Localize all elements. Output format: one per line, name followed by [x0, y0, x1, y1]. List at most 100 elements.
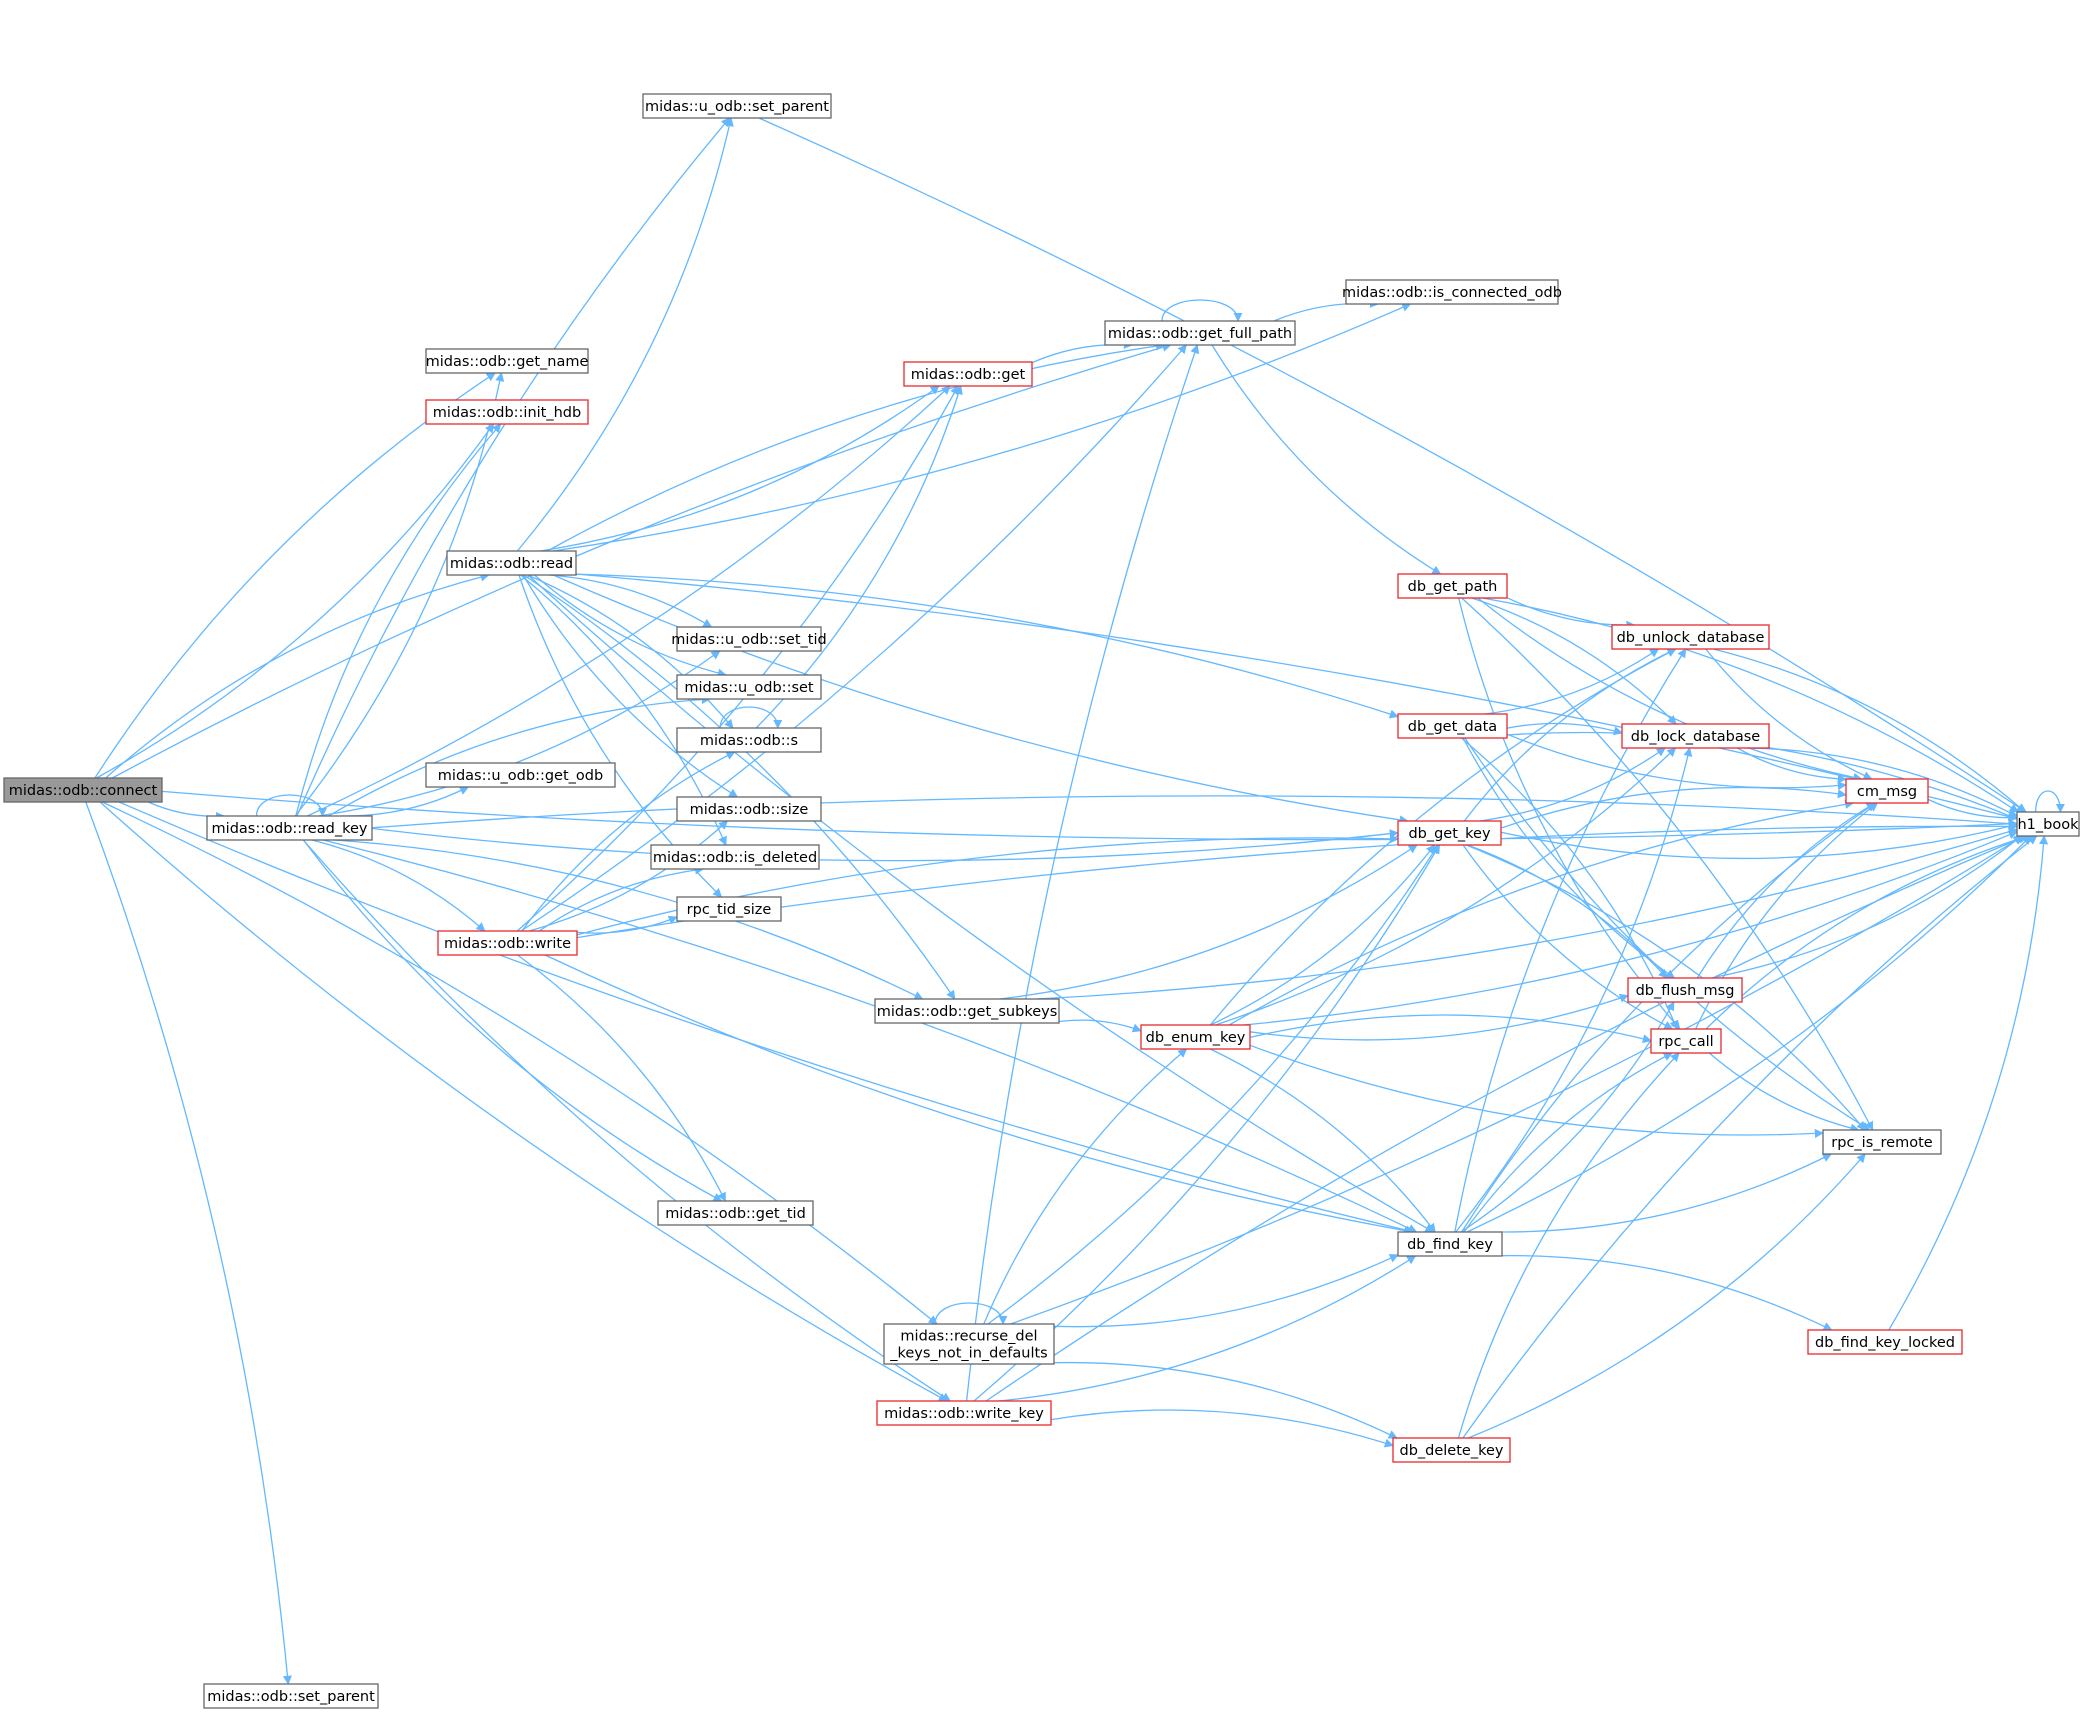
- node-db_delete_key[interactable]: db_delete_key: [1392, 1437, 1511, 1463]
- node-write_key[interactable]: midas::odb::write_key: [876, 1400, 1052, 1426]
- edge-db_find_key-to-db_flush_msg: [1460, 1001, 1675, 1233]
- node-box: [203, 1683, 379, 1709]
- node-rpc_is_remote[interactable]: rpc_is_remote: [1822, 1129, 1942, 1155]
- node-size[interactable]: midas::odb::size: [676, 796, 822, 822]
- edge-path: [1464, 737, 1871, 1131]
- edge-db_get_path-to-db_lock: [1471, 597, 1677, 725]
- edge-path: [94, 372, 496, 779]
- edge-path: [1161, 299, 1243, 322]
- node-read[interactable]: midas::odb::read: [446, 550, 577, 576]
- edge-u_set_parent-to-h1_book: [758, 117, 2027, 813]
- edge-path: [1506, 733, 1847, 791]
- node-box: [676, 626, 822, 652]
- edge-db_enum_key-to-rpc_is_remote: [1249, 1044, 1824, 1138]
- node-db_lock[interactable]: db_lock_database: [1621, 723, 1770, 749]
- edge-path: [1466, 844, 1866, 1131]
- edge-write-to-s: [521, 751, 736, 932]
- node-u_set_parent[interactable]: midas::u_odb::set_parent: [642, 93, 832, 119]
- edge-path: [118, 801, 1415, 1235]
- node-box: [206, 815, 373, 841]
- node-db_get_key[interactable]: db_get_key: [1397, 820, 1502, 846]
- node-s[interactable]: midas::odb::s: [676, 727, 822, 753]
- edge-read_key-to-h1_book: [371, 795, 2018, 829]
- edge-db_get_key-to-db_flush_msg: [1467, 844, 1668, 979]
- node-u_set[interactable]: midas::u_odb::set: [676, 674, 822, 700]
- node-connect[interactable]: midas::odb::connect: [3, 777, 163, 803]
- edge-path: [534, 574, 727, 678]
- node-is_connected[interactable]: midas::odb::is_connected_odb: [1342, 279, 1562, 305]
- edge-path: [1031, 339, 1134, 364]
- edge-path: [1705, 834, 2029, 1030]
- node-db_get_path[interactable]: db_get_path: [1397, 573, 1508, 599]
- node-label: _keys_not_in_defaults: [889, 1346, 1047, 1362]
- node-db_flush_msg[interactable]: db_flush_msg: [1627, 977, 1743, 1003]
- node-label: rpc_tid_size: [687, 902, 772, 918]
- node-db_enum_key[interactable]: db_enum_key: [1140, 1024, 1251, 1050]
- edge-path: [1457, 1052, 1680, 1439]
- node-label: midas::odb::write_key: [884, 1406, 1044, 1422]
- edge-recurse-to-db_find_key: [1053, 1254, 1399, 1328]
- edge-db_unlock-to-cm_msg: [1705, 648, 1873, 780]
- edge-path: [1471, 597, 1677, 725]
- node-init_hdb[interactable]: midas::odb::init_hdb: [425, 399, 589, 425]
- edge-db_enum_key-to-cm_msg: [1228, 799, 1855, 1026]
- node-label: db_find_key_locked: [1815, 1335, 1955, 1351]
- node-box: [657, 1200, 814, 1226]
- node-get_subkeys[interactable]: midas::odb::get_subkeys: [874, 998, 1060, 1024]
- node-db_find_key_locked[interactable]: db_find_key_locked: [1807, 1329, 1963, 1355]
- edge-path: [1036, 827, 2018, 1000]
- node-box: [676, 727, 822, 753]
- node-read_key[interactable]: midas::odb::read_key: [206, 815, 373, 841]
- node-db_unlock[interactable]: db_unlock_database: [1611, 624, 1770, 650]
- edge-get_subkeys-to-h1_book: [1036, 827, 2018, 1000]
- edge-path: [1500, 822, 2018, 860]
- edge-path: [548, 574, 713, 628]
- edge-h1_book-to-h1_book: [2034, 790, 2065, 813]
- node-get_odb[interactable]: midas::u_odb::get_odb: [425, 762, 616, 788]
- node-box: [2016, 811, 2080, 837]
- edge-path: [1467, 844, 1668, 979]
- edge-path: [999, 844, 1418, 1000]
- node-set_parent[interactable]: midas::odb::set_parent: [203, 1683, 379, 1709]
- edge-recurse-to-recurse: [934, 1302, 1008, 1325]
- edge-db_delete_key-to-h1_book: [1462, 835, 2038, 1439]
- node-cm_msg[interactable]: cm_msg: [1845, 778, 1929, 804]
- node-write[interactable]: midas::odb::write: [437, 930, 578, 956]
- edge-read_key-to-u_set_parent: [296, 117, 731, 817]
- edge-connect-to-read_key: [147, 801, 226, 821]
- node-label: midas::odb::get_tid: [665, 1206, 806, 1222]
- node-get_full_path[interactable]: midas::odb::get_full_path: [1104, 320, 1296, 346]
- edge-path: [96, 423, 495, 779]
- edge-db_lock-to-h1_book: [1743, 747, 2018, 817]
- edge-db_get_key-to-rpc_is_remote: [1466, 844, 1866, 1131]
- node-box: [1397, 573, 1508, 599]
- node-h1_book[interactable]: h1_book: [2016, 811, 2080, 837]
- edge-path: [527, 574, 734, 729]
- node-rpc_call[interactable]: rpc_call: [1650, 1028, 1722, 1054]
- node-label: midas::odb::s: [700, 733, 798, 749]
- edge-path: [998, 1255, 1417, 1402]
- node-db_get_data[interactable]: db_get_data: [1397, 713, 1508, 739]
- edge-path: [1210, 844, 1436, 1026]
- node-box: [1611, 624, 1770, 650]
- node-set_tid[interactable]: midas::u_odb::set_tid: [671, 626, 827, 652]
- node-recurse[interactable]: midas::recurse_del_keys_not_in_defaults: [883, 1323, 1055, 1365]
- node-get_tid[interactable]: midas::odb::get_tid: [657, 1200, 814, 1226]
- node-box: [1397, 1231, 1503, 1257]
- node-box: [1140, 1024, 1251, 1050]
- edge-path: [517, 954, 726, 1202]
- node-get_name[interactable]: midas::odb::get_name: [425, 348, 589, 374]
- edge-path: [295, 423, 502, 817]
- edge-write-to-get_full_path: [520, 344, 1187, 932]
- edge-path: [296, 117, 731, 817]
- node-get[interactable]: midas::odb::get: [903, 361, 1033, 387]
- edge-path: [105, 572, 490, 779]
- edge-db_enum_key-to-db_get_key: [1210, 844, 1436, 1026]
- edge-db_flush_msg-to-h1_book: [1711, 835, 2023, 979]
- node-rpc_tid_size[interactable]: rpc_tid_size: [676, 896, 782, 922]
- edge-path: [1466, 835, 2032, 1233]
- node-is_deleted[interactable]: midas::odb::is_deleted: [650, 844, 820, 870]
- edge-path: [1211, 344, 1442, 575]
- node-db_find_key[interactable]: db_find_key: [1397, 1231, 1503, 1257]
- node-box: [1822, 1129, 1942, 1155]
